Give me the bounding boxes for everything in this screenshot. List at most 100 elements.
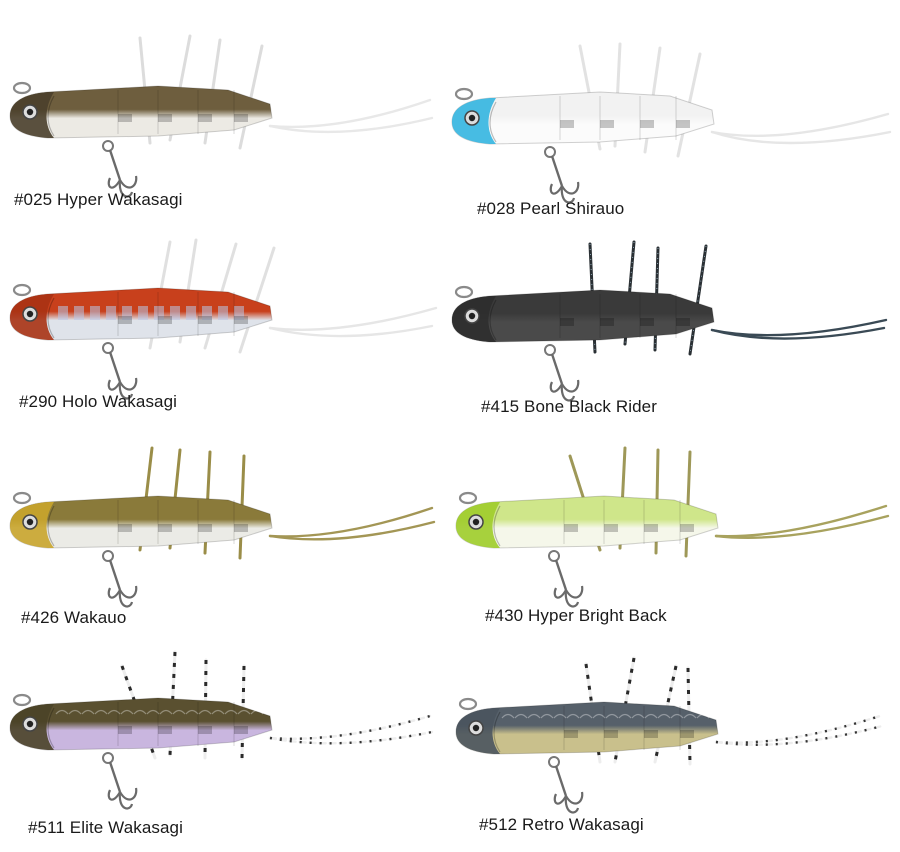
scale-mark bbox=[605, 713, 619, 719]
scale-mark bbox=[566, 713, 580, 719]
body-joint bbox=[118, 114, 132, 122]
body-joint bbox=[680, 730, 694, 738]
lure bbox=[9, 34, 434, 198]
lure bbox=[451, 240, 888, 402]
scale-mark bbox=[618, 713, 632, 719]
holo-foil bbox=[202, 306, 212, 320]
gill-line bbox=[47, 297, 55, 339]
hook-point bbox=[118, 791, 134, 810]
gill-line bbox=[47, 707, 55, 749]
tail-strand bbox=[714, 724, 884, 746]
lure-pupil bbox=[26, 518, 34, 526]
scale-mark bbox=[250, 709, 264, 715]
tail-strand bbox=[714, 714, 882, 744]
lure-pupil bbox=[468, 312, 476, 320]
scale-mark bbox=[540, 713, 554, 719]
body-joint bbox=[118, 316, 132, 324]
lure-image bbox=[9, 238, 438, 400]
lure-card: #025 Hyper Wakasagi bbox=[0, 22, 450, 234]
lure bbox=[9, 446, 436, 608]
hook-point bbox=[107, 587, 121, 599]
scale-mark bbox=[514, 713, 528, 719]
scale-mark bbox=[172, 709, 186, 715]
line-eye bbox=[454, 87, 474, 101]
tail-strand bbox=[268, 714, 432, 740]
scale-mark bbox=[683, 713, 697, 719]
holo-foil bbox=[106, 306, 116, 320]
holo-foil bbox=[138, 306, 148, 320]
lure-image bbox=[9, 34, 434, 198]
body-joint bbox=[158, 726, 172, 734]
hook-shank bbox=[550, 155, 564, 187]
lure bbox=[455, 656, 884, 814]
body-joint bbox=[644, 524, 658, 532]
body-joint bbox=[234, 316, 248, 324]
split-ring bbox=[102, 342, 114, 354]
scale-mark bbox=[211, 709, 225, 715]
body-joint bbox=[676, 120, 690, 128]
hook-point bbox=[107, 177, 121, 189]
holo-foil bbox=[218, 306, 228, 320]
body-joint bbox=[564, 730, 578, 738]
hook-shank bbox=[108, 761, 122, 793]
holo-foil bbox=[234, 306, 244, 320]
body-joint bbox=[560, 318, 574, 326]
holo-foil bbox=[122, 306, 132, 320]
split-ring bbox=[544, 344, 556, 356]
holo-foil bbox=[170, 306, 180, 320]
holo-foil bbox=[90, 306, 100, 320]
holo-foil bbox=[58, 306, 68, 320]
body-joint bbox=[640, 120, 654, 128]
split-ring bbox=[102, 550, 114, 562]
lure-pupil bbox=[468, 114, 476, 122]
hook-point bbox=[561, 181, 580, 195]
holo-foil bbox=[74, 306, 84, 320]
scale-mark bbox=[657, 713, 671, 719]
lure-caption: #415 Bone Black Rider bbox=[481, 397, 657, 416]
hook-point bbox=[564, 795, 580, 814]
hook-point bbox=[119, 175, 138, 189]
body-joint bbox=[234, 726, 248, 734]
lure-image bbox=[9, 650, 434, 810]
gill-line bbox=[493, 505, 501, 547]
leg-flake bbox=[689, 245, 707, 355]
lure-image bbox=[455, 656, 884, 814]
lure-image bbox=[451, 240, 888, 402]
gill-line bbox=[47, 95, 55, 137]
tail-band bbox=[715, 714, 881, 744]
lure-pupil bbox=[26, 310, 34, 318]
lure-caption: #426 Wakauo bbox=[21, 608, 127, 627]
body-joint bbox=[234, 114, 248, 122]
body-joint bbox=[564, 524, 578, 532]
tail-strand bbox=[268, 324, 434, 338]
scale-mark bbox=[670, 713, 684, 719]
line-eye bbox=[12, 491, 32, 505]
body-joint bbox=[644, 730, 658, 738]
holo-foil bbox=[154, 306, 164, 320]
lure bbox=[451, 42, 892, 204]
line-eye bbox=[454, 285, 474, 299]
leg bbox=[238, 246, 276, 354]
scale-mark bbox=[94, 709, 108, 715]
body-joint bbox=[198, 114, 212, 122]
body-joint bbox=[604, 524, 618, 532]
hook-point bbox=[565, 585, 584, 599]
scale-mark bbox=[696, 713, 710, 719]
body-joint bbox=[600, 120, 614, 128]
lure-card: #511 Elite Wakasagi bbox=[0, 640, 450, 852]
body-joint bbox=[118, 726, 132, 734]
split-ring bbox=[548, 550, 560, 562]
lure-caption: #512 Retro Wakasagi bbox=[479, 815, 644, 834]
split-ring bbox=[548, 756, 560, 768]
hook-shank bbox=[108, 559, 122, 591]
hook-point bbox=[549, 381, 563, 393]
lure bbox=[9, 650, 434, 810]
body-joint bbox=[198, 524, 212, 532]
scale-mark bbox=[631, 713, 645, 719]
lure-card: #426 Wakauo bbox=[0, 434, 450, 646]
body-joint bbox=[118, 524, 132, 532]
body-joint bbox=[234, 524, 248, 532]
scale-mark bbox=[592, 713, 606, 719]
scale-mark bbox=[501, 713, 515, 719]
body-joint bbox=[158, 114, 172, 122]
